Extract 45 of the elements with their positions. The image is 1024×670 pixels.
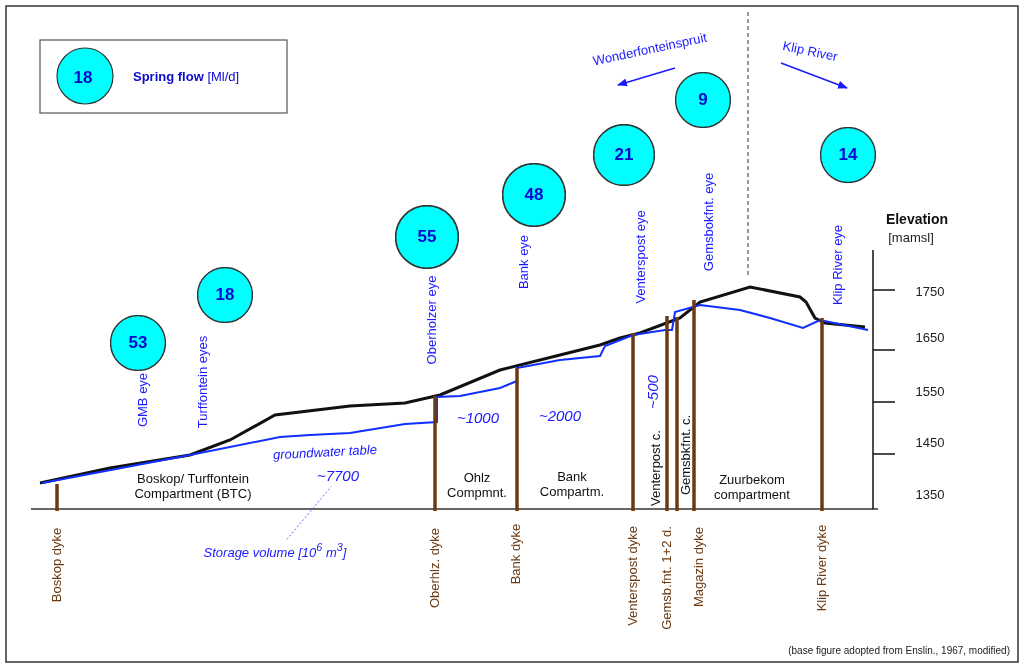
water-table-label: groundwater table bbox=[272, 442, 378, 464]
tick-label: 1550 bbox=[915, 384, 945, 400]
tick-label: 1350 bbox=[915, 487, 945, 503]
compartment-label: Ohlz Compmnt. bbox=[446, 471, 508, 501]
dyke-label: Venterspost dyke bbox=[625, 526, 641, 626]
flow-value: 9 bbox=[698, 90, 708, 110]
spring-name: Gemsbokfnt. eye bbox=[701, 172, 717, 272]
legend-text: Spring flow [Ml/d] bbox=[133, 70, 240, 85]
storage-value: ~500 bbox=[644, 375, 662, 409]
flow-value: 48 bbox=[524, 185, 544, 205]
compartment-label: Gemsbkfnt. c. bbox=[678, 414, 694, 496]
dyke-label: Bank dyke bbox=[508, 523, 524, 585]
flow-value: 14 bbox=[838, 145, 858, 165]
tick-label: 1450 bbox=[915, 435, 945, 451]
dyke-label: Boskop dyke bbox=[49, 527, 65, 603]
dyke-label: Klip River dyke bbox=[814, 524, 830, 612]
axis-title: Elevation bbox=[885, 210, 949, 228]
flow-value: 55 bbox=[417, 227, 437, 247]
dyke-label: Gemsb.fnt. 1+2 d. bbox=[659, 526, 675, 630]
tick-label: 1650 bbox=[915, 330, 945, 346]
legend-sample-value: 18 bbox=[73, 68, 93, 88]
leader-line bbox=[286, 486, 332, 540]
storage-volume-label: Storage volume [10$^{6}$ m$^{3}$] bbox=[203, 541, 347, 561]
spring-name: Turffontein eyes bbox=[195, 335, 211, 429]
flow-value: 21 bbox=[614, 145, 634, 165]
spring-name: GMB eye bbox=[135, 372, 151, 428]
flow-value: 53 bbox=[128, 333, 148, 353]
tick-label: 1750 bbox=[915, 284, 945, 300]
compartment-label: Venterpost c. bbox=[648, 430, 664, 506]
storage-value: ~7700 bbox=[316, 467, 360, 485]
spring-name: Venterspost eye bbox=[633, 210, 649, 304]
axis-unit: [mamsl] bbox=[888, 230, 934, 246]
compartment-label: Boskop/ Turffontein Compartment (BTC) bbox=[133, 472, 253, 502]
spring-name: Bank eye bbox=[516, 234, 532, 290]
spring-name: Oberholzer eye bbox=[424, 275, 440, 365]
flow-value: 18 bbox=[215, 285, 235, 305]
storage-value: ~1000 bbox=[456, 409, 500, 427]
compartment-label: Bank Compartm. bbox=[538, 470, 606, 500]
spring-name: Klip River eye bbox=[830, 224, 846, 306]
caption: (base figure adopted from Enslin., 1967, modified) bbox=[788, 645, 1010, 657]
river-name: Klip River bbox=[781, 38, 839, 66]
compartment-label: Zuurbekom compartment bbox=[713, 473, 791, 503]
dyke-label: Magazin dyke bbox=[691, 526, 707, 608]
dyke-label: Oberhlz. dyke bbox=[427, 527, 443, 609]
storage-value: ~2000 bbox=[538, 407, 582, 425]
